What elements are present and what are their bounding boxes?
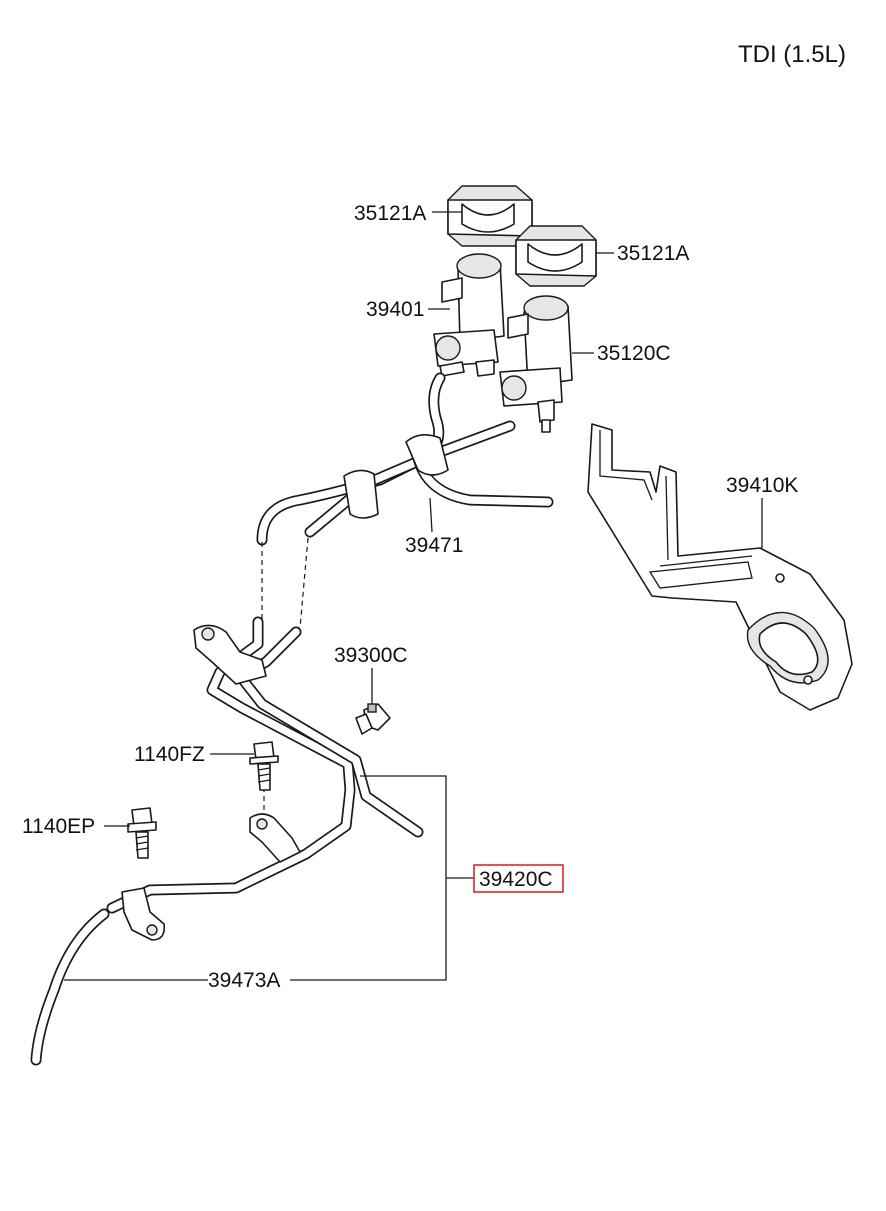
label-hose-lower: 39473A <box>208 969 280 992</box>
clip-right[interactable] <box>515 225 597 287</box>
label-bolt-fz: 1140FZ <box>134 743 205 766</box>
clip-left[interactable] <box>447 185 533 247</box>
label-valve-right: 35120C <box>597 342 671 365</box>
label-hose: 39471 <box>405 534 463 557</box>
highlight-box[interactable] <box>473 864 564 893</box>
sensor[interactable] <box>355 703 391 735</box>
tube-bracket-middle <box>249 813 301 863</box>
vacuum-hose-lower[interactable] <box>30 908 110 1066</box>
tube-bracket-upper <box>193 624 267 685</box>
label-valve-left: 39401 <box>366 298 424 321</box>
engine-title: TDI (1.5L) <box>738 41 846 68</box>
connection-dash-right <box>299 537 309 629</box>
label-clip-right: 35121A <box>617 242 689 265</box>
label-hose-assembly[interactable]: 39420C <box>479 868 553 891</box>
label-bolt-ep: 1140EP <box>22 815 95 838</box>
bolt-1140ep[interactable] <box>127 807 157 859</box>
solenoid-valve-right[interactable] <box>499 295 573 433</box>
tube-bracket-lower <box>121 887 166 941</box>
label-sensor: 39300C <box>334 644 408 667</box>
label-clip-left: 35121A <box>354 202 426 225</box>
solenoid-valve-left[interactable] <box>433 253 505 377</box>
leader-lines <box>64 211 763 981</box>
label-bracket: 39410K <box>726 474 798 497</box>
hose-clamp-upper <box>343 434 449 519</box>
bolt-1140fz[interactable] <box>249 741 279 791</box>
mounting-bracket[interactable] <box>587 423 853 711</box>
